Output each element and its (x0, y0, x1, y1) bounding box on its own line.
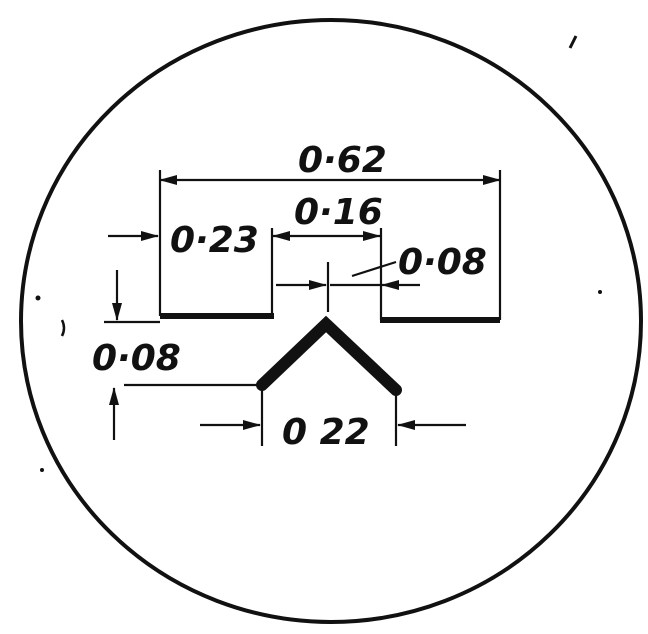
scan-specks (35, 35, 602, 472)
outline-circle (19, 18, 643, 624)
label-vertical-offset: 0·08 (92, 338, 181, 379)
right-step (379, 170, 502, 323)
label-right-offset: 0·08 (398, 242, 487, 283)
label-left-gap: 0·23 (170, 220, 259, 261)
label-overall-width: 0·62 (298, 140, 387, 181)
left-step (158, 170, 274, 319)
label-vee-base: 0 22 (282, 412, 370, 453)
dim-vertical-offset (104, 270, 262, 440)
dim-vee-base (200, 388, 466, 446)
label-center-gap: 0·16 (294, 192, 383, 233)
vee-profile (256, 315, 402, 396)
dim-right-offset (276, 260, 420, 290)
